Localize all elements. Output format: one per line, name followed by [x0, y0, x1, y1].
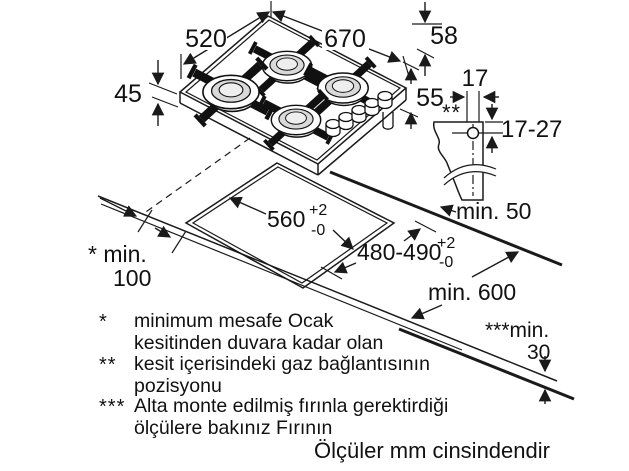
dim-480-490-label: 480-490 — [357, 239, 441, 265]
gas-position-marker: ** — [442, 100, 461, 125]
dim-min100: * min. 100 — [88, 197, 187, 291]
footnote-2-marker: ** — [99, 354, 117, 376]
footnote-3: *** Alta monte edilmiş fırınla gerektird… — [99, 395, 449, 439]
hob-leg — [382, 112, 394, 130]
footnote-1-line-2: kesitinden duvara kadar olan — [134, 331, 384, 354]
dim-min50: min. 50 — [439, 198, 531, 224]
footnote-1-line-1: minimum mesafe Ocak — [134, 310, 334, 332]
dim-17: 17 — [450, 65, 499, 104]
dim-min600: min. 600 — [410, 251, 520, 320]
break-line — [443, 164, 497, 179]
svg-text:+2: +2 — [437, 235, 455, 252]
dim-560-label: 560 — [267, 206, 305, 232]
svg-text:-0: -0 — [311, 222, 325, 239]
dim-520-label: 520 — [185, 25, 227, 53]
break-line — [443, 171, 497, 186]
svg-text:+2: +2 — [309, 202, 327, 219]
footnote-2-line-2: pozisyonu — [134, 374, 222, 397]
worktop-cross-section — [432, 121, 484, 201]
dim-55-label: 55 — [416, 84, 444, 112]
cutout-inner-line — [191, 166, 389, 284]
footnote-3-line-1: Alta monte edilmiş fırınla gerektirdiği — [134, 395, 449, 417]
footnote-3-line-2: ölçülere bakınız Fırının — [134, 416, 333, 439]
cutout-outline — [184, 162, 396, 289]
svg-text:30: 30 — [527, 341, 550, 364]
dim-min100-label: * min. — [88, 241, 147, 267]
oven-top-line — [398, 327, 575, 401]
gas-connection-hole — [466, 126, 480, 140]
dim-58: 58 — [412, 2, 458, 76]
dim-min30: ***min. 30 — [485, 319, 552, 404]
dim-45: 45 — [114, 60, 179, 126]
footnote-1-marker: * — [99, 311, 108, 333]
gas-connection-detail — [432, 91, 503, 201]
dim-520: 520 — [180, 1, 272, 79]
units-note: Ölçüler mm cinsindendir — [314, 438, 550, 463]
footnote-3-marker: *** — [99, 396, 126, 418]
svg-text:100: 100 — [113, 265, 151, 291]
dim-480-490: 480-490 +2 -0 — [320, 220, 455, 280]
dim-min50-label: min. 50 — [456, 198, 531, 224]
footnote-1: * minimum mesafe Ocak kesitinden duvara … — [99, 310, 384, 354]
dim-17-label: 17 — [462, 65, 489, 92]
dim-670-label: 670 — [324, 25, 366, 53]
dim-58-label: 58 — [430, 22, 458, 50]
projection-dashed-line — [142, 137, 251, 215]
dim-min600-label: min. 600 — [428, 279, 516, 305]
dim-560: 560 +2 -0 — [228, 196, 354, 250]
dim-45-label: 45 — [114, 80, 142, 108]
dim-17-27-label: 17-27 — [501, 116, 562, 143]
dim-55: 55 — [399, 61, 444, 129]
wall-edge-line — [329, 170, 563, 267]
footnote-2-line-1: kesit içerisindeki gaz bağlantısının — [134, 353, 430, 375]
dim-17-27: 17-27 ** — [442, 100, 562, 153]
dim-min30-label: ***min. — [485, 319, 549, 342]
hob-drawing — [178, 15, 408, 176]
footnote-2: ** kesit içerisindeki gaz bağlantısının … — [99, 353, 430, 397]
svg-text:-0: -0 — [439, 254, 453, 271]
